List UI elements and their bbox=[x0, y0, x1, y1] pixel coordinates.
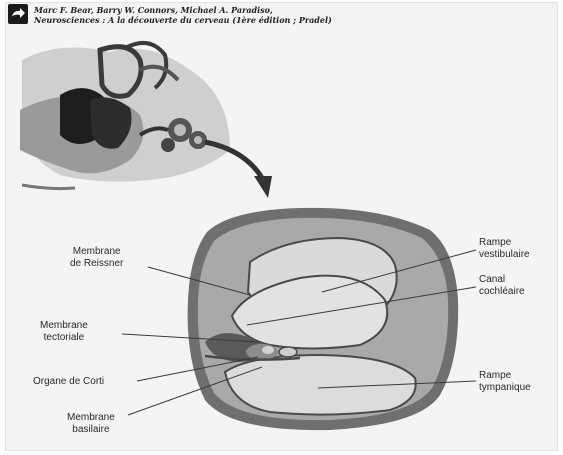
label-membrane-reissner: Membrane de Reissner bbox=[70, 246, 123, 270]
label-rampe-tympanique: Rampe tympanique bbox=[479, 370, 531, 394]
label-membrane-tectoriale: Membrane tectoriale bbox=[40, 320, 88, 344]
label-organe-corti: Organe de Corti bbox=[33, 376, 104, 388]
label-rampe-vestibulaire: Rampe vestibulaire bbox=[479, 237, 530, 261]
label-membrane-basilaire: Membrane basilaire bbox=[67, 412, 115, 436]
cochlea-cross-section bbox=[188, 208, 459, 430]
ear-anatomy-inset bbox=[20, 43, 230, 189]
label-canal-cochleaire: Canal cochléaire bbox=[479, 274, 525, 298]
